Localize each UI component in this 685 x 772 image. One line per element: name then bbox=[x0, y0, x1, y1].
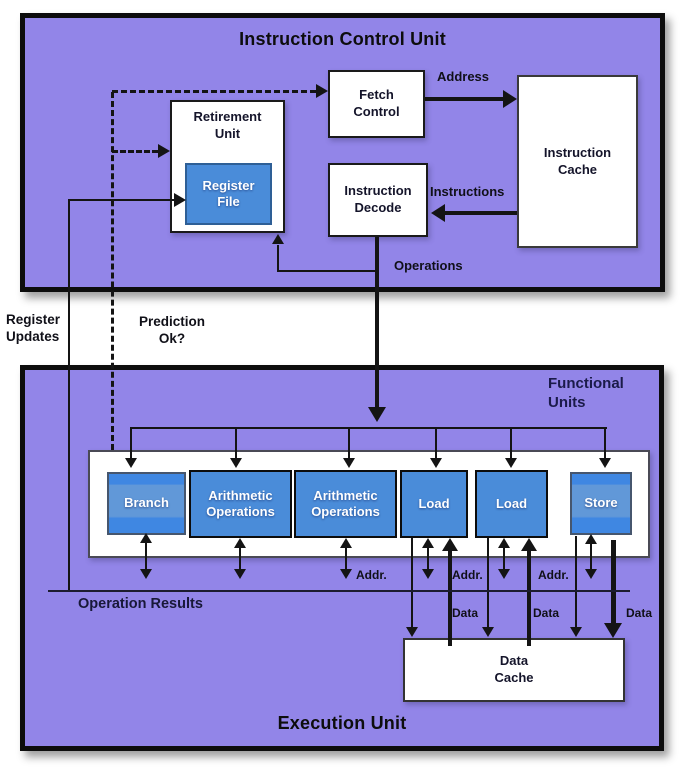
store-addr-arrowhead bbox=[570, 627, 582, 637]
load2-result-line bbox=[503, 546, 505, 572]
register-updates-line-horizontal bbox=[68, 199, 174, 201]
arith2-result-arrowhead-down bbox=[340, 569, 352, 579]
load2-addr-line bbox=[487, 538, 489, 628]
load1-addr-arrowhead bbox=[406, 627, 418, 637]
dispatch-drop-branch bbox=[130, 427, 132, 459]
operations-to-retirement-riser bbox=[277, 245, 279, 272]
arith2-result-line bbox=[345, 546, 347, 572]
instructions-arrow-line bbox=[445, 211, 517, 215]
instruction-cache-box: Instruction Cache bbox=[517, 75, 638, 248]
data-label-load1: Data bbox=[452, 606, 479, 620]
prediction-to-fetch-arrowhead bbox=[316, 84, 328, 98]
arith1-result-line bbox=[239, 546, 241, 572]
dispatch-arrowhead-arith1 bbox=[230, 458, 242, 468]
data-label-store: Data bbox=[626, 606, 653, 620]
address-label: Address bbox=[437, 69, 490, 84]
instruction-decode-box: Instruction Decode bbox=[328, 163, 428, 237]
prediction-dashed-line bbox=[111, 92, 114, 450]
branch-result-arrowhead-up bbox=[140, 533, 152, 543]
address-arrow-line bbox=[425, 97, 505, 101]
arith2-result-arrowhead-up bbox=[340, 538, 352, 548]
addr-label-store: Addr. bbox=[538, 568, 569, 582]
load2-result-arrowhead-down bbox=[498, 569, 510, 579]
load2-data-line bbox=[527, 548, 531, 646]
branch-unit-box: Branch bbox=[107, 472, 186, 535]
operations-label: Operations bbox=[394, 258, 463, 273]
load2-result-arrowhead-up bbox=[498, 538, 510, 548]
load2-data-arrowhead bbox=[521, 538, 537, 551]
operations-trunk-arrowhead bbox=[368, 407, 386, 422]
prediction-to-fetch-dashed-line bbox=[112, 90, 316, 93]
arith1-result-arrowhead-up bbox=[234, 538, 246, 548]
operations-trunk-line bbox=[375, 237, 379, 407]
register-updates-arrowhead bbox=[174, 193, 186, 207]
arithmetic-unit-2-box: Arithmetic Operations bbox=[294, 470, 397, 538]
dispatch-drop-load2 bbox=[510, 427, 512, 459]
load1-data-line bbox=[448, 548, 452, 646]
dispatch-drop-store bbox=[604, 427, 606, 459]
load-unit-2-box: Load bbox=[475, 470, 548, 538]
register-updates-label: Register Updates bbox=[6, 312, 61, 344]
store-result-line bbox=[590, 543, 592, 572]
dispatch-bus-line bbox=[130, 427, 607, 429]
instruction-control-unit-title: Instruction Control Unit bbox=[239, 29, 446, 49]
prediction-to-retirement-arrowhead bbox=[158, 144, 170, 158]
load1-result-line bbox=[427, 546, 429, 572]
operation-results-bus bbox=[48, 590, 630, 592]
register-updates-line bbox=[68, 199, 70, 592]
store-unit-box: Store bbox=[570, 472, 632, 535]
dispatch-drop-arith1 bbox=[235, 427, 237, 459]
dispatch-drop-arith2 bbox=[348, 427, 350, 459]
fetch-control-box: Fetch Control bbox=[328, 70, 425, 138]
store-addr-line bbox=[575, 536, 577, 628]
execution-unit-title: Execution Unit bbox=[277, 713, 407, 733]
instructions-arrowhead bbox=[431, 204, 445, 222]
store-data-line bbox=[611, 540, 616, 625]
prediction-to-retirement-dashed-line bbox=[112, 150, 158, 153]
load1-data-arrowhead bbox=[442, 538, 458, 551]
dispatch-arrowhead-load2 bbox=[505, 458, 517, 468]
branch-result-arrowhead-down bbox=[140, 569, 152, 579]
addr-label-load2: Addr. bbox=[452, 568, 483, 582]
dispatch-drop-load1 bbox=[435, 427, 437, 459]
data-label-load2: Data bbox=[533, 606, 560, 620]
operation-results-label: Operation Results bbox=[78, 596, 203, 612]
operations-to-retirement-arrowhead bbox=[272, 234, 284, 244]
register-file-box: Register File bbox=[185, 163, 272, 225]
dispatch-arrowhead-load1 bbox=[430, 458, 442, 468]
dispatch-arrowhead-branch bbox=[125, 458, 137, 468]
dispatch-arrowhead-arith2 bbox=[343, 458, 355, 468]
address-arrowhead bbox=[503, 90, 517, 108]
load-unit-1-box: Load bbox=[400, 470, 468, 538]
instructions-label: Instructions bbox=[430, 184, 505, 199]
arithmetic-unit-1-box: Arithmetic Operations bbox=[189, 470, 292, 538]
load1-addr-line bbox=[411, 538, 413, 628]
store-result-arrowhead-down bbox=[585, 569, 597, 579]
data-cache-box: Data Cache bbox=[403, 638, 625, 702]
load2-addr-arrowhead bbox=[482, 627, 494, 637]
store-result-arrowhead-up bbox=[585, 534, 597, 544]
operations-to-retirement-line bbox=[277, 270, 377, 272]
addr-label-load1: Addr. bbox=[356, 568, 387, 582]
arith1-result-arrowhead-down bbox=[234, 569, 246, 579]
branch-result-line bbox=[145, 542, 147, 572]
store-data-arrowhead bbox=[604, 623, 622, 638]
functional-units-label: Functional Units bbox=[548, 375, 624, 411]
load1-result-arrowhead-down bbox=[422, 569, 434, 579]
load1-result-arrowhead-up bbox=[422, 538, 434, 548]
prediction-ok-label: Prediction Ok? bbox=[138, 314, 205, 346]
dispatch-arrowhead-store bbox=[599, 458, 611, 468]
